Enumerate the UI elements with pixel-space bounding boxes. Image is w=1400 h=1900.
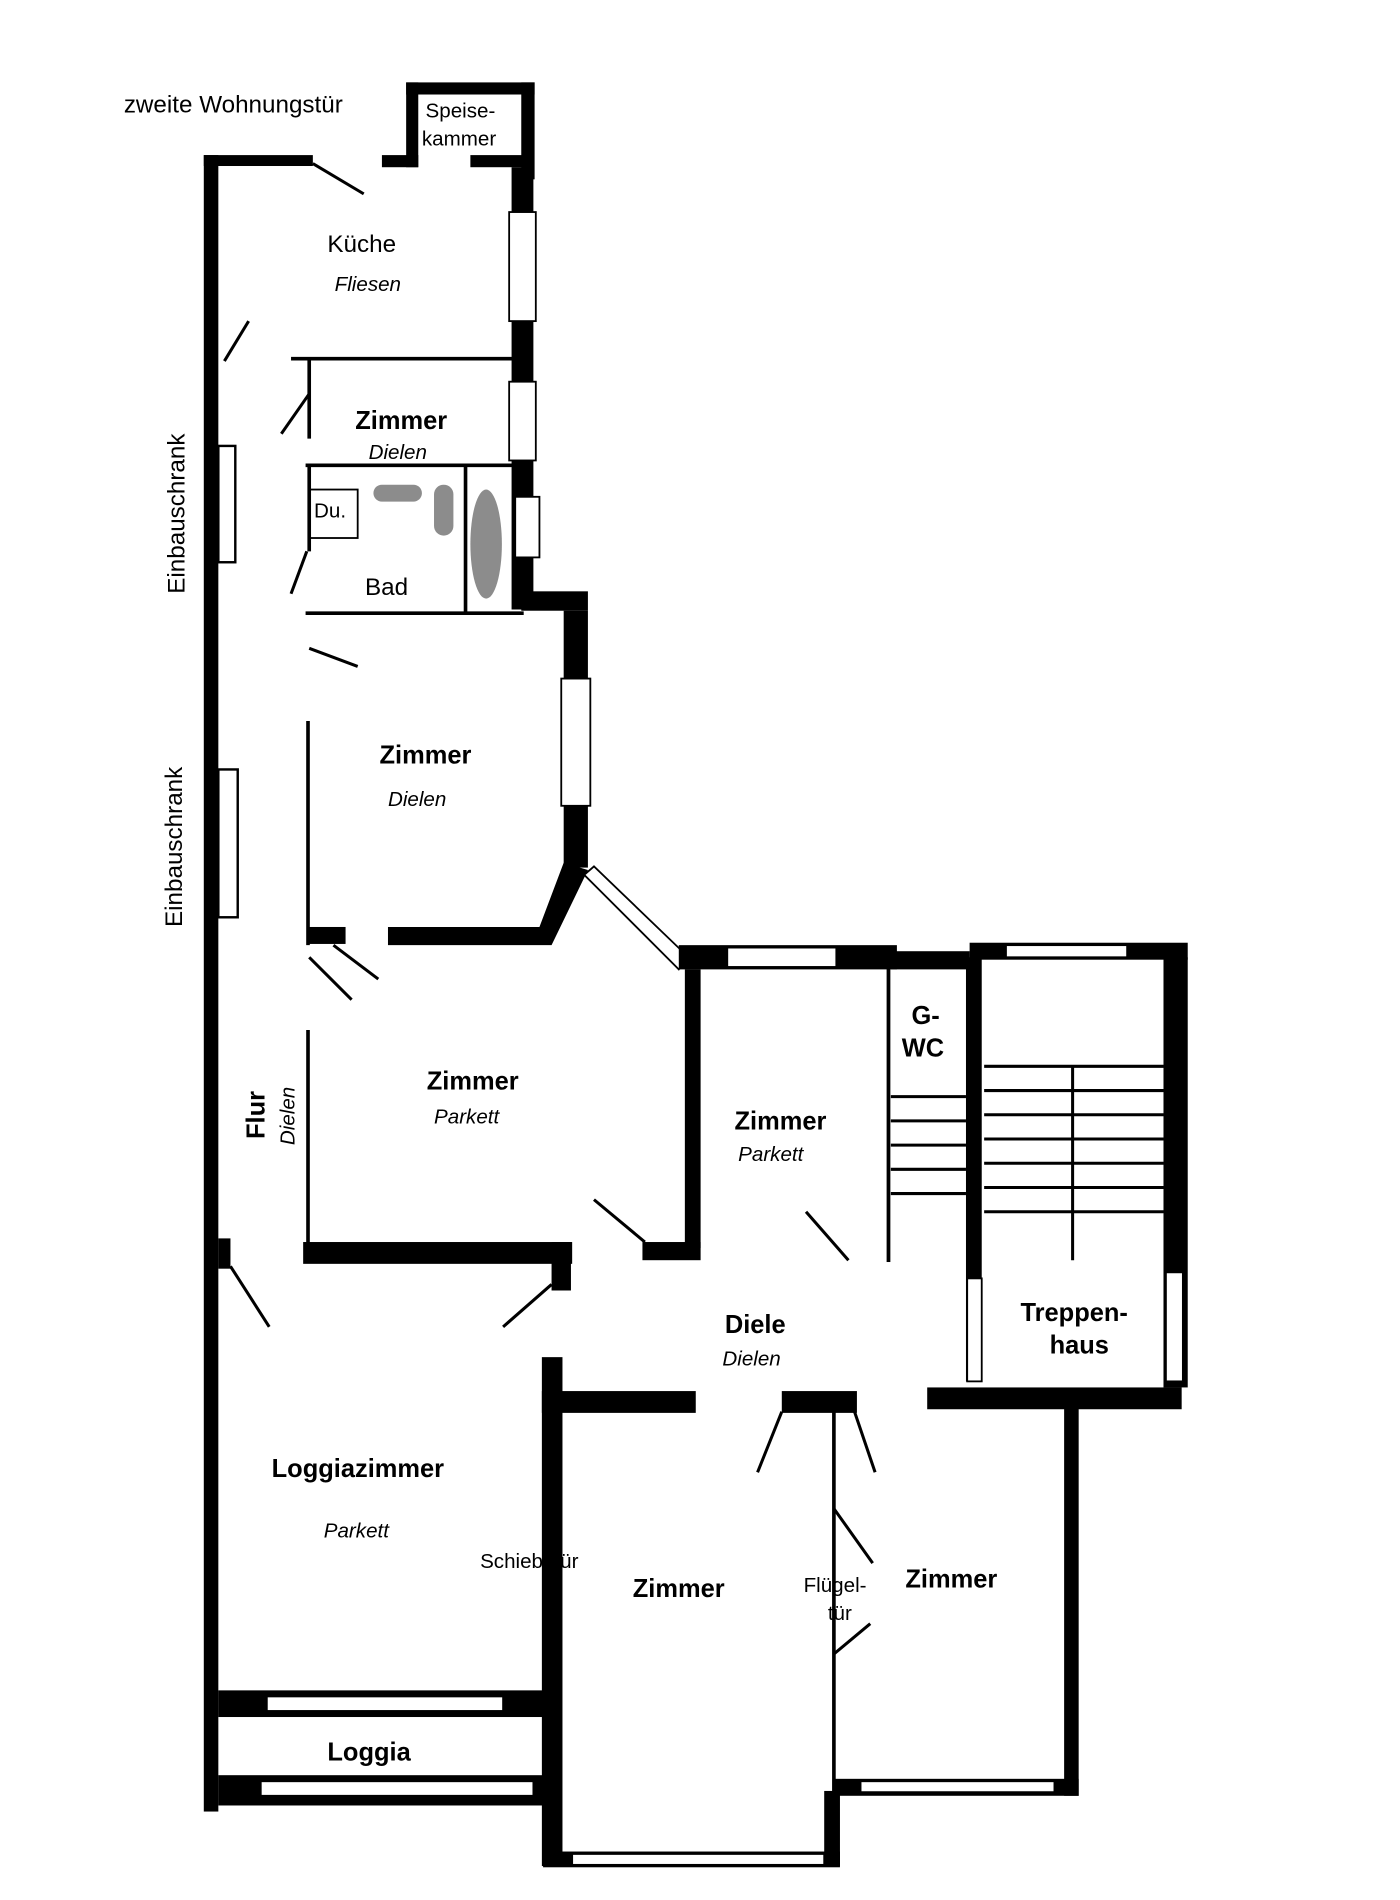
wc-label-1: G-: [911, 1002, 939, 1030]
wc-label-2: WC: [902, 1035, 944, 1063]
room-3-floor: Parkett: [434, 1105, 500, 1128]
hall-label: Flur: [242, 1091, 270, 1139]
door-swings: [223, 162, 877, 1656]
bath-fixtures: [373, 484, 502, 599]
kitchen-label: Küche: [327, 231, 396, 258]
diele-floor: Dielen: [722, 1348, 780, 1371]
kitchen-floor: Fliesen: [335, 273, 401, 296]
diele-label: Diele: [725, 1311, 786, 1339]
closet-label-2: Einbauschrank: [161, 766, 188, 927]
stairs-label-1: Treppen-: [1021, 1299, 1128, 1327]
labels: zweite Wohnungstür Speise- kammer Küche …: [124, 92, 1128, 1767]
closet-label-1: Einbauschrank: [163, 433, 190, 594]
room-2-label: Zimmer: [379, 741, 471, 769]
pantry-label-2: kammer: [422, 127, 496, 150]
sliding-door-label: Schiebetür: [480, 1550, 579, 1573]
hall-floor: Dielen: [277, 1087, 300, 1145]
second-door-label: zweite Wohnungstür: [124, 92, 343, 119]
shower-label: Du.: [314, 499, 346, 522]
room-4-floor: Parkett: [738, 1143, 804, 1166]
sink-icon: [373, 484, 422, 502]
double-door-label-1: Flügel-: [804, 1574, 867, 1597]
loggia-room-label: Loggiazimmer: [272, 1455, 445, 1483]
room-top-label: Zimmer: [355, 407, 447, 435]
walls: [203, 82, 1188, 1868]
toilet-icon: [434, 484, 454, 536]
bath-label: Bad: [365, 574, 408, 601]
room-3-label: Zimmer: [427, 1067, 519, 1095]
loggia-room-floor: Parkett: [324, 1520, 390, 1543]
room-6-label: Zimmer: [905, 1565, 997, 1593]
double-door-label-2: tür: [828, 1602, 852, 1625]
room-2-floor: Dielen: [388, 788, 446, 811]
pantry-label-1: Speise-: [426, 100, 496, 123]
bathtub-icon: [470, 489, 502, 599]
room-4-label: Zimmer: [735, 1107, 827, 1135]
room-5-label: Zimmer: [633, 1575, 725, 1603]
loggia-label: Loggia: [327, 1739, 411, 1767]
staircase-steps: [890, 1064, 1164, 1261]
room-top-floor: Dielen: [369, 441, 427, 464]
stairs-label-2: haus: [1050, 1332, 1109, 1360]
